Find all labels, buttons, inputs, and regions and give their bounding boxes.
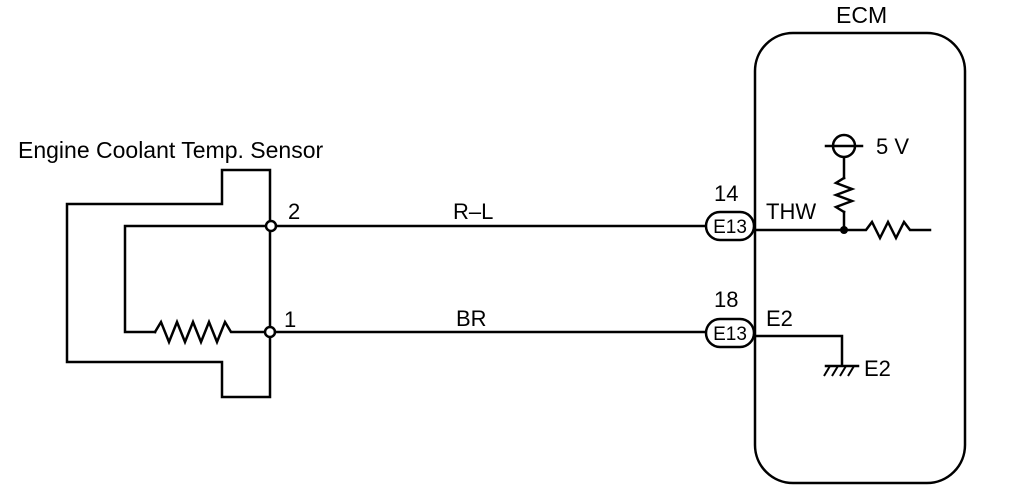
ecm-box: [753, 31, 967, 485]
ecm-pullup-resistor: [832, 156, 856, 232]
sensor-body: [65, 168, 272, 399]
connector-top-pin: 14: [714, 181, 738, 206]
ecm-5v-label: 5 V: [876, 134, 909, 159]
sensor-terminal-1: [263, 325, 277, 339]
thermistor-symbol: [153, 318, 267, 346]
connector-bottom-code: E13: [713, 324, 747, 345]
sensor-internal-circuit: [123, 224, 272, 346]
ecm-label: ECM: [836, 2, 887, 28]
ecm-series-resistor: [842, 219, 932, 241]
connector-e13-pin-14: E13: [704, 210, 756, 242]
wire-br-label: BR: [456, 306, 487, 331]
connector-e13-pin-18: E13: [704, 317, 756, 349]
ecm-e2-label: E2: [766, 306, 793, 331]
connector-bottom-pin: 18: [714, 287, 738, 312]
sensor-label: Engine Coolant Temp. Sensor: [18, 137, 323, 163]
wire-r-l-label: R–L: [453, 199, 493, 224]
connector-top-code: E13: [713, 217, 747, 238]
ecm-thw-label: THW: [766, 199, 816, 224]
sensor-pin-2-label: 2: [288, 199, 300, 224]
ecm-e2-line: [752, 334, 844, 366]
ecm-5v-supply-symbol: [824, 133, 864, 159]
ground-icon: [823, 364, 860, 377]
sensor-pin-1-label: 1: [284, 307, 296, 332]
ecm-ground-label: E2: [864, 356, 891, 381]
sensor-terminal-2: [264, 219, 278, 233]
